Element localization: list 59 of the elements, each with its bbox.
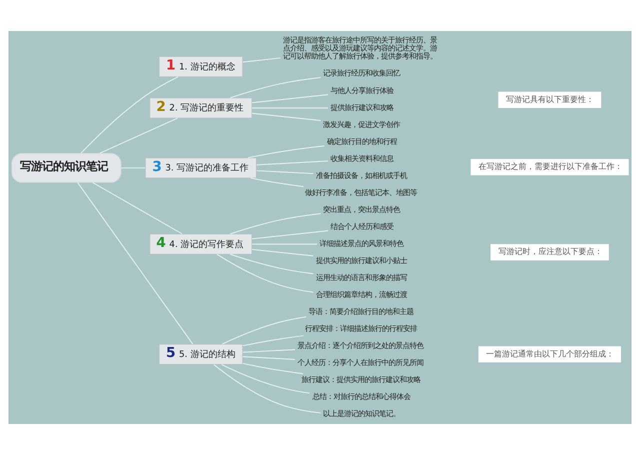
connector	[120, 166, 146, 168]
node-box: 2 2. 写游记的重要性	[149, 96, 252, 118]
connector	[80, 76, 179, 154]
connector	[92, 182, 183, 234]
connector	[252, 112, 322, 120]
node-box: 写游记具有以下重要性：	[498, 91, 602, 108]
connector	[256, 160, 328, 165]
connector	[247, 144, 325, 158]
node-box: 5 5. 游记的结构	[158, 343, 244, 364]
connector	[250, 177, 304, 187]
connector	[256, 170, 314, 174]
connector	[252, 94, 328, 103]
node-text: 个人经历：分享个人在旅行中的所见所闻	[298, 358, 424, 367]
connector	[221, 364, 310, 394]
node-box: 3 3. 写游记的准备工作	[144, 156, 257, 178]
node-box: 写游记的知识笔记	[11, 152, 122, 182]
node-text: 旅行建议：提供实用的旅行建议和攻略	[301, 374, 420, 384]
node-text: 合理组织篇章结构，流畅过渡	[316, 289, 407, 298]
node-text: 做好行李准备，包括笔记本、地图等	[305, 187, 418, 196]
node-text: 行程安排：详细描述旅行的行程安排	[305, 323, 418, 332]
node-box: 写游记时，应注意以下要点：	[490, 244, 609, 260]
node-text: 结合个人经历和感受	[330, 221, 394, 230]
connector	[242, 56, 281, 62]
node-box: 一篇游记通常由以下几个部分组成：	[478, 346, 622, 362]
connector	[252, 107, 328, 108]
node-box: 在写游记之前，需要进行以下准备工作：	[470, 158, 629, 175]
node-text: 提供旅行建议和攻略	[330, 102, 394, 112]
node-text: 准备拍摄设备，如相机或手机	[316, 170, 407, 180]
node-text: 详细描述景点的风景和特色	[320, 238, 404, 248]
node-text: 提供实用的旅行建议和小贴士	[316, 255, 407, 264]
connector	[252, 243, 318, 244]
connector	[242, 348, 296, 352]
node-text: 导语：简要介绍旅行目的地和主题	[308, 306, 414, 316]
connector	[242, 362, 304, 374]
node-text: 记录旅行经历和收集回忆	[323, 68, 400, 78]
connector	[216, 253, 314, 292]
node-text: 游记是指游客在旅行途中所写的关于旅行经历、景点介绍、感受以及游玩建议等内容的记述文学。游记可以帮助他人了解旅行体验，提供参考和指导。	[283, 35, 438, 60]
connector	[252, 248, 314, 256]
connector	[99, 117, 178, 154]
connector	[77, 182, 194, 344]
connector	[230, 76, 322, 98]
node-text: 总结：对旅行的总结和心得体会	[312, 392, 410, 401]
connector	[213, 364, 322, 413]
connector	[252, 230, 328, 239]
node-text: 景点介绍：逐个介绍所到之处的景点特色	[298, 340, 424, 350]
node-text: 运用生动的语言和形象的描写	[316, 272, 407, 282]
node-box: 4 4. 游记的写作要点	[149, 233, 252, 254]
connector	[230, 212, 322, 234]
node-text: 激发兴趣，促进文学创作	[323, 119, 400, 128]
node-text: 收集相关资料和信息	[330, 153, 394, 162]
connector	[230, 253, 314, 274]
node-text: 以上是游记的知识笔记。	[323, 408, 400, 418]
node-box: 1 1. 游记的概念	[158, 56, 244, 77]
node-text: 突出重点，突出景点特色	[323, 204, 400, 214]
connector	[242, 334, 304, 346]
node-text: 确定旅行目的地和行程	[326, 136, 397, 146]
connector	[222, 316, 307, 344]
connector	[242, 356, 296, 360]
node-text: 与他人分享旅行体验	[330, 85, 394, 94]
